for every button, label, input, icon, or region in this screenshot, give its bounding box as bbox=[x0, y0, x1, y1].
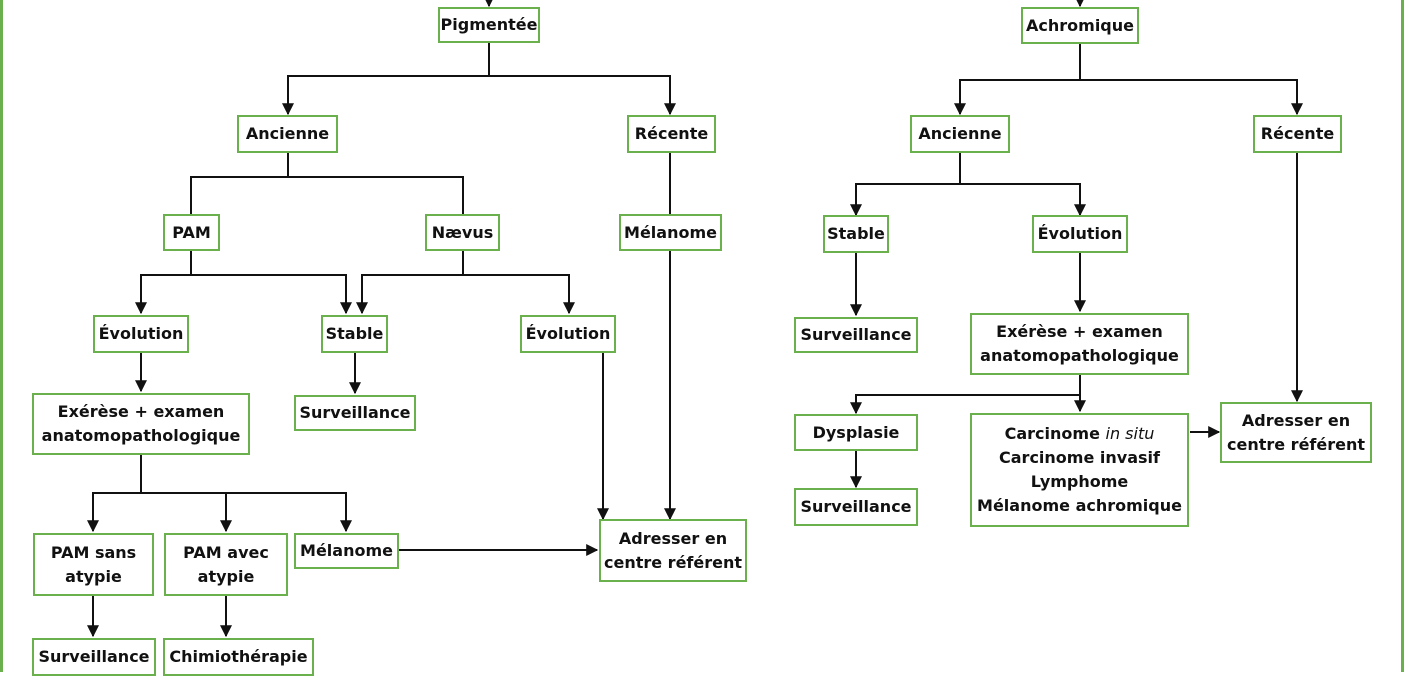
node-chimiotherapie: Chimiothérapie bbox=[163, 638, 314, 676]
node-naevus-label: Nævus bbox=[431, 222, 494, 242]
node-adresser-line1: Adresser en bbox=[1241, 410, 1351, 430]
edge-pam-evolution bbox=[135, 250, 192, 315]
node-melanome-exerese: Mélanome bbox=[294, 533, 399, 569]
node-melanome-label: Mélanome bbox=[300, 541, 393, 560]
node-adresser-line2: centre référent bbox=[1226, 434, 1366, 454]
node-surveillance-label: Surveillance bbox=[800, 497, 912, 516]
node-pam-sans-line2: atypie bbox=[65, 566, 122, 586]
edge-pigmentee-recente bbox=[489, 75, 676, 116]
node-ancienne-label: Ancienne bbox=[245, 124, 330, 143]
node-evolution-label: Évolution bbox=[1037, 224, 1123, 243]
node-pam: PAM bbox=[163, 214, 220, 251]
edge-naevus-evolution bbox=[463, 274, 575, 315]
node-achromique: Achromique bbox=[1021, 7, 1139, 44]
melanome-achromique-line: Mélanome achromique bbox=[977, 496, 1182, 515]
node-recente-pigmentee: Récente bbox=[627, 115, 716, 153]
node-pam-sans-line1: PAM sans bbox=[50, 542, 137, 562]
node-surveillance-stable: Surveillance bbox=[294, 395, 416, 431]
node-surveillance-label: Surveillance bbox=[38, 647, 150, 666]
node-pam-label: PAM bbox=[172, 222, 211, 242]
in-situ-italic: in situ bbox=[1105, 424, 1155, 443]
node-exerese-line1: Exérèse + examen bbox=[57, 402, 225, 421]
node-surveillance-label: Surveillance bbox=[299, 403, 411, 422]
node-recente-achromique: Récente bbox=[1253, 115, 1342, 153]
node-naevus: Nævus bbox=[425, 214, 500, 251]
node-chimiotherapie-label: Chimiothérapie bbox=[169, 647, 308, 666]
node-adresser-line2: centre référent bbox=[603, 552, 743, 572]
node-surveillance-label: Surveillance bbox=[800, 325, 912, 344]
node-evolution-naevus: Évolution bbox=[520, 315, 616, 353]
node-exerese-line2: anatomopathologique bbox=[980, 346, 1179, 365]
node-exerese-pigmentee: Exérèse + examen anatomopathologique bbox=[32, 393, 250, 455]
carcinome-invasif-line: Carcinome invasif bbox=[999, 448, 1160, 467]
edge-pigmentee-ancienne bbox=[282, 42, 490, 116]
carcinome-prefix: Carcinome bbox=[1004, 424, 1106, 443]
lymphome-line: Lymphome bbox=[1030, 472, 1129, 491]
node-surveillance-stable-a: Surveillance bbox=[794, 317, 918, 353]
node-pam-avec-atypie: PAM avec atypie bbox=[164, 533, 288, 596]
node-evolution-pam: Évolution bbox=[93, 315, 189, 353]
node-exerese-line2: anatomopathologique bbox=[41, 426, 241, 445]
node-ancienne-achromique: Ancienne bbox=[910, 115, 1010, 153]
node-stable-label: Stable bbox=[325, 324, 384, 343]
frame-right-border bbox=[1401, 0, 1404, 672]
edge-exerese-melanome bbox=[93, 492, 352, 533]
node-achromique-label: Achromique bbox=[1026, 15, 1134, 35]
node-pigmentee: Pigmentée bbox=[438, 7, 540, 43]
carcinome-in-situ-line: Carcinome in situ bbox=[1005, 422, 1155, 446]
edge-pam-stable bbox=[191, 274, 352, 315]
node-melanome-label: Mélanome bbox=[624, 222, 717, 242]
node-pam-avec-line2: atypie bbox=[197, 566, 255, 586]
node-pam-avec-line1: PAM avec bbox=[183, 542, 269, 562]
edge-achromique-recente bbox=[1080, 79, 1303, 116]
edge-ancienne-stable bbox=[850, 153, 961, 217]
node-stable-achromique: Stable bbox=[823, 215, 889, 253]
node-pam-sans-atypie: PAM sans atypie bbox=[33, 533, 154, 596]
node-adresser-line1: Adresser en bbox=[618, 528, 728, 548]
node-stable-naevus: Stable bbox=[321, 315, 388, 353]
node-ancienne-pigmentee: Ancienne bbox=[237, 115, 338, 153]
node-dysplasie-label: Dysplasie bbox=[812, 422, 900, 442]
node-surveillance-dysplasie: Surveillance bbox=[794, 488, 918, 526]
edge-ancienne-evolution bbox=[960, 183, 1086, 217]
edge-achromique-ancienne bbox=[954, 43, 1081, 116]
node-adresser-pigmentee: Adresser en centre référent bbox=[599, 519, 747, 582]
node-melanome-recente: Mélanome bbox=[619, 214, 722, 251]
node-exerese-line1: Exérèse + examen bbox=[996, 322, 1163, 341]
node-recente-label: Récente bbox=[1260, 124, 1335, 143]
node-adresser-achromique: Adresser en centre référent bbox=[1220, 402, 1372, 463]
node-ancienne-label: Ancienne bbox=[918, 124, 1002, 143]
node-stable-label: Stable bbox=[827, 224, 885, 243]
edge-naevus-stable bbox=[356, 250, 464, 315]
edge-ancienne-naevus bbox=[288, 176, 464, 214]
node-evolution-label: Évolution bbox=[98, 324, 184, 343]
node-recente-label: Récente bbox=[634, 124, 709, 143]
node-pigmentee-label: Pigmentée bbox=[440, 15, 538, 34]
frame-left-border bbox=[0, 0, 3, 672]
node-dysplasie: Dysplasie bbox=[794, 414, 918, 451]
edge-exerese-dysplasie bbox=[850, 375, 1081, 415]
node-carcinome-group: Carcinome in situ Carcinome invasif Lymp… bbox=[970, 413, 1189, 527]
node-exerese-achromique: Exérèse + examen anatomopathologique bbox=[970, 313, 1189, 375]
node-evolution-achromique: Évolution bbox=[1032, 215, 1128, 253]
edge-ancienne-pam bbox=[190, 151, 289, 214]
node-surveillance-pam-sans: Surveillance bbox=[32, 638, 156, 676]
node-evolution-label: Évolution bbox=[525, 324, 611, 343]
